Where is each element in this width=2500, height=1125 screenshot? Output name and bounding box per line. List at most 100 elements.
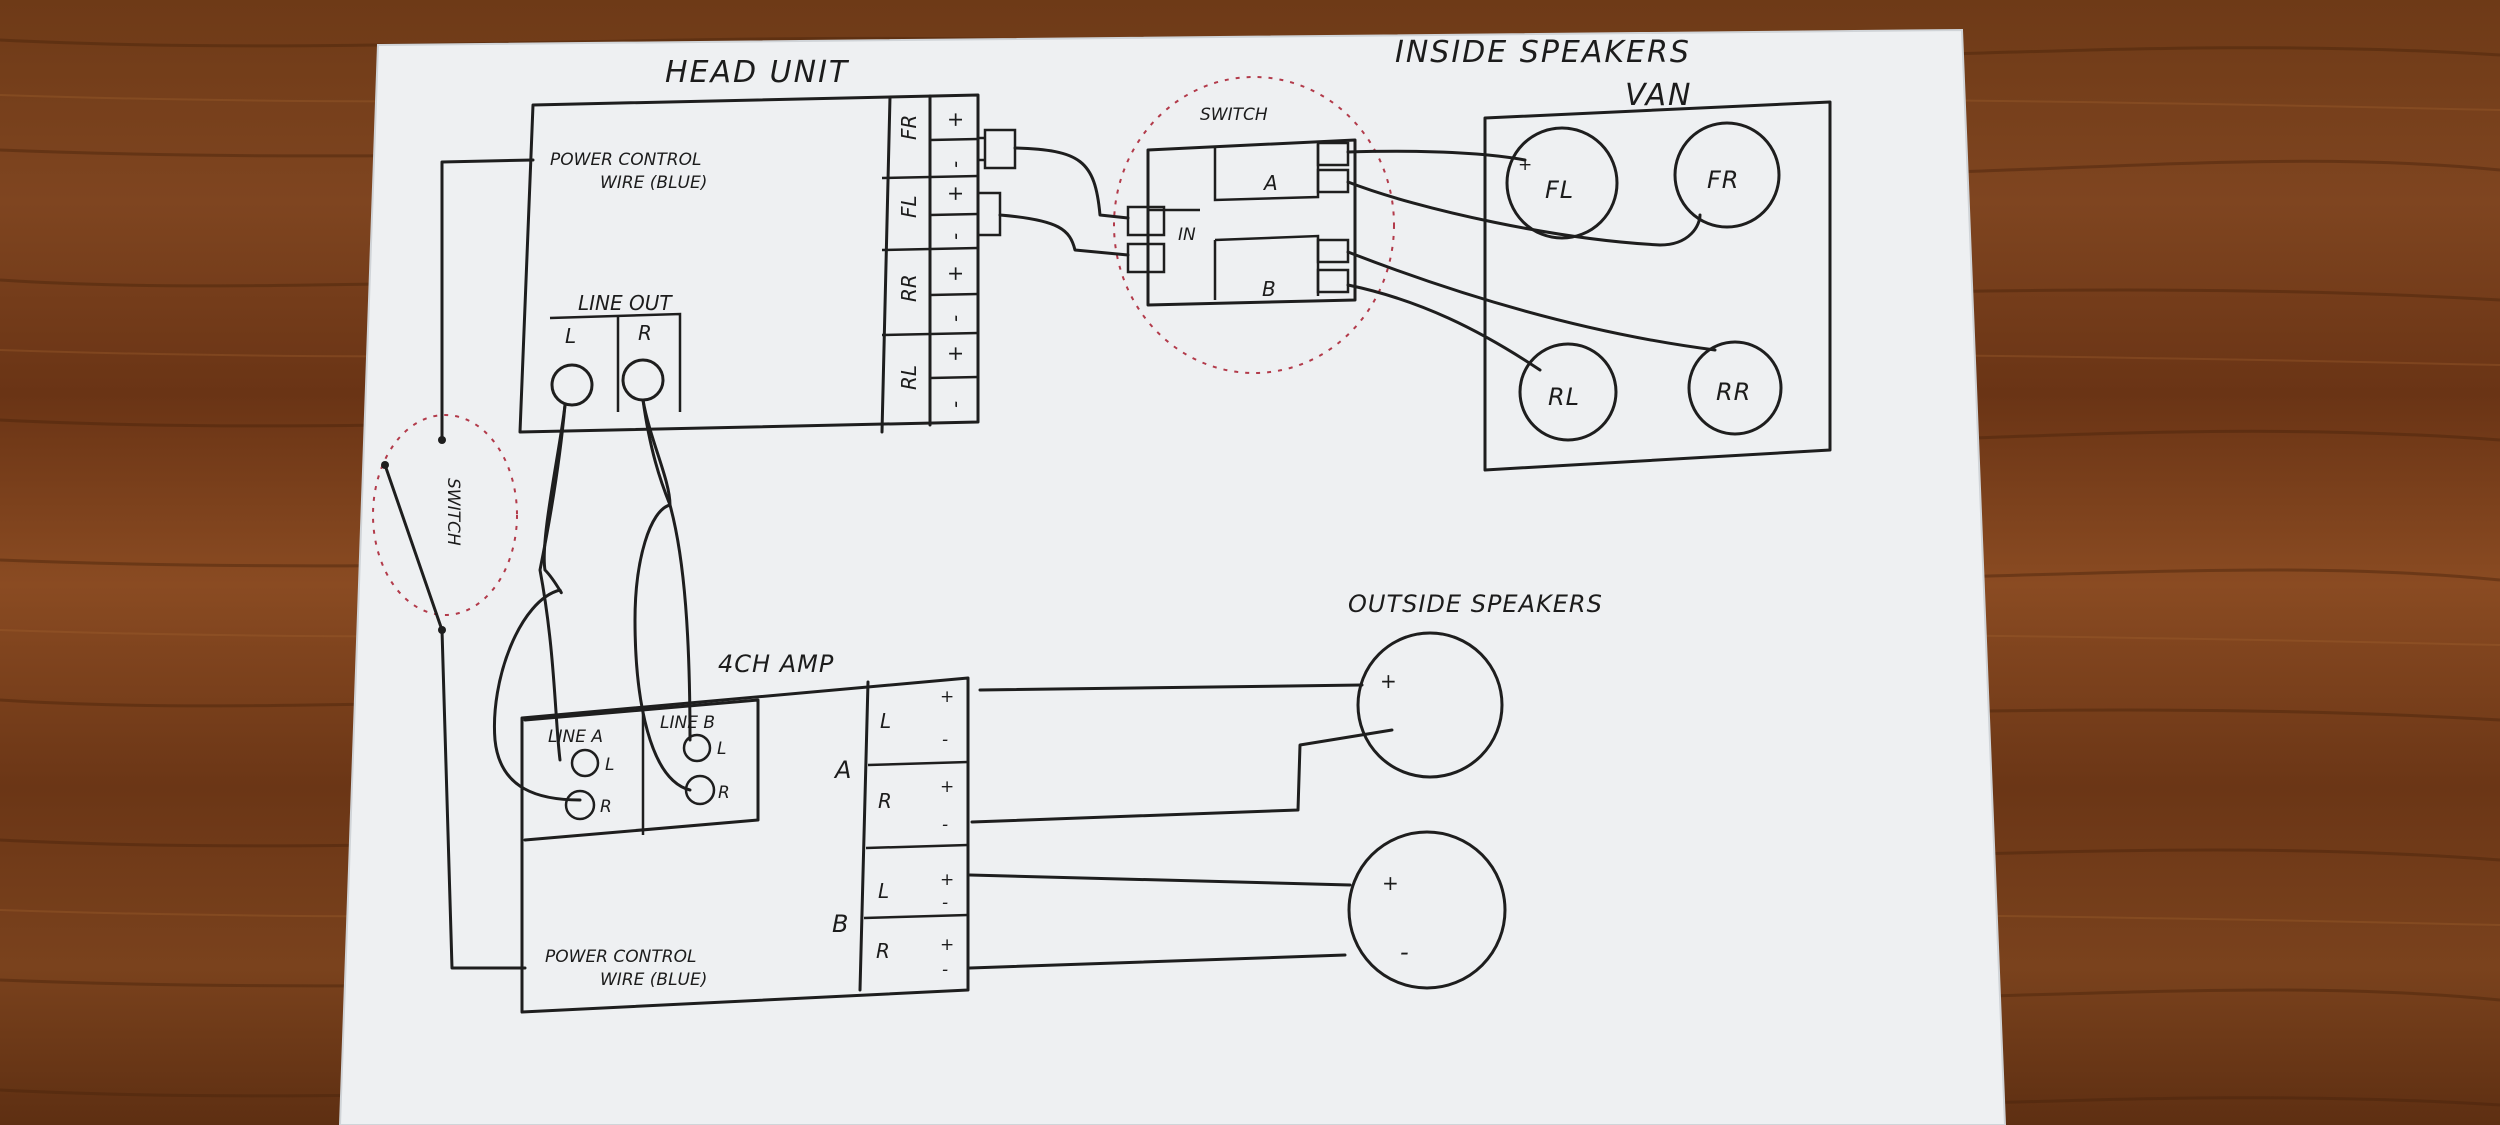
amp-terminal-divider [858,680,870,992]
amp-a-l-plus: + [940,687,954,707]
amp-line-inputs-box [523,698,760,842]
amp-line-b-label: LINE B [660,713,715,733]
wire-amp-a-minus-to-speaker [970,728,1394,824]
wire-a-to-fr [1346,180,1702,247]
switch-b-connector-bottom [1316,268,1350,294]
head-unit-power-wire-line2: WIRE (BLUE) [600,173,707,193]
rl-plus-terminal: + [943,345,967,362]
head-unit-box [518,93,980,434]
line-b-l-jack [682,733,712,763]
outside-speaker-2-minus: - [1400,938,1410,966]
amp-a-l-label: L [880,709,891,733]
top-switch-body [1146,138,1357,307]
top-switch-highlight [1113,76,1395,374]
line-b-l-label: L [717,739,726,759]
speaker-rr [1687,340,1783,436]
rr-plus-terminal: + [943,265,967,282]
speaker-fr-label: FR [1707,166,1739,194]
output-label-rr: RR [897,274,921,302]
wire-line-out-r-to-line-b [633,398,692,792]
output-label-fl: FL [897,195,921,218]
amp-b-l-plus: + [940,870,954,890]
outside-speakers: OUTSIDE SPEAKERS + + - [1347,590,1603,990]
line-a-r-jack [564,789,596,821]
power-switch: SWITCH [372,158,535,970]
outside-speaker-1 [1356,631,1504,779]
speaker-rl-label: RL [1548,383,1580,411]
line-out-l-label: L [565,324,576,348]
line-a-r-label: R [600,797,612,817]
amp-a-r-label: R [878,789,892,813]
power-switch-label: SWITCH [443,478,463,546]
head-unit: HEAD UNIT FR FL RR RL + - + - + - + - PO… [518,55,1017,434]
amp-a-l-minus: - [942,730,948,750]
wire-amp-power [440,628,527,970]
rl-minus-terminal: - [943,401,967,408]
head-unit-power-wire-line1: POWER CONTROL [550,150,701,170]
line-b-r-jack [684,774,716,806]
output-label-rl: RL [897,365,921,390]
amp-power-wire-line2: WIRE (BLUE) [600,970,707,990]
wire-head-unit-power [440,158,535,442]
speaker-fr [1673,121,1781,229]
inside-speakers-title: INSIDE SPEAKERS [1395,35,1691,70]
fl-minus-terminal: - [943,233,967,240]
wire-amp-a-plus-to-speaker [978,683,1364,692]
line-a-l-jack [570,748,600,778]
speaker-fl-label: FL [1545,176,1574,204]
wire-b-to-rl [1346,283,1542,372]
line-out-label: LINE OUT [578,291,673,315]
amp-bank-b-label: B [832,910,849,938]
switch-a-connector-top [1316,141,1350,167]
wire-b-to-rr [1346,250,1717,352]
fl-plus-terminal: + [943,185,967,202]
amp-b-r-minus: - [942,960,948,980]
rr-minus-terminal: - [943,315,967,322]
amp-b-l-label: L [878,879,889,903]
amp-title: 4CH AMP [718,650,834,678]
switch-output-b-label: B [1262,277,1276,301]
amp-b-r-label: R [876,939,890,963]
amp-a-r-minus: - [942,815,948,835]
amp-b-r-plus: + [940,935,954,955]
line-out-l-jack [550,363,594,407]
output-label-fr: FR [897,115,921,140]
wire-amp-b-plus-to-speaker [968,873,1352,887]
switch-in-connector-upper [1126,205,1166,237]
van-box [1483,100,1832,472]
switch-input-label: IN [1178,225,1196,245]
amp-bank-a-label: A [833,756,852,784]
wire-fl-to-switch [998,213,1130,257]
outside-speakers-title: OUTSIDE SPEAKERS [1348,590,1603,618]
line-out-r-label: R [638,321,652,345]
wire-line-out-r-to-line-b-l [641,398,692,742]
paper-sheet [338,28,2007,1125]
van-label: VAN [1625,78,1692,113]
fr-minus-terminal: - [943,161,967,168]
switch-output-a-label: A [1262,171,1278,195]
fr-plus-terminal: + [943,111,967,128]
top-switch: SWITCH A B IN [1113,76,1395,374]
wire-amp-b-minus-to-speaker [968,953,1347,970]
top-switch-label: SWITCH [1200,105,1268,125]
outside-speaker-2-plus: + [1382,871,1399,895]
line-a-l-label: L [605,755,614,775]
inside-speakers: INSIDE SPEAKERS VAN FL FR RL RR + [1395,35,1832,472]
speaker-rr-label: RR [1716,378,1751,406]
line-b-r-label: R [718,783,730,803]
wire-line-out-l-to-line-a [492,403,582,802]
amp-power-wire-line1: POWER CONTROL [545,947,696,967]
head-unit-title: HEAD UNIT [665,55,850,90]
outside-speaker-2 [1347,830,1507,990]
amp-line-a-label: LINE A [548,727,603,747]
power-switch-highlight [372,414,518,616]
outside-speaker-1-plus: + [1380,669,1397,693]
wire-a-to-fl [1346,149,1527,162]
wire-fr-to-switch [1013,146,1130,220]
head-unit-terminal-divider [880,95,892,434]
amp-b-l-minus: - [942,893,948,913]
switch-in-connector-lower [1126,242,1166,274]
amp-box [520,676,970,1014]
speaker-fl [1505,126,1619,240]
